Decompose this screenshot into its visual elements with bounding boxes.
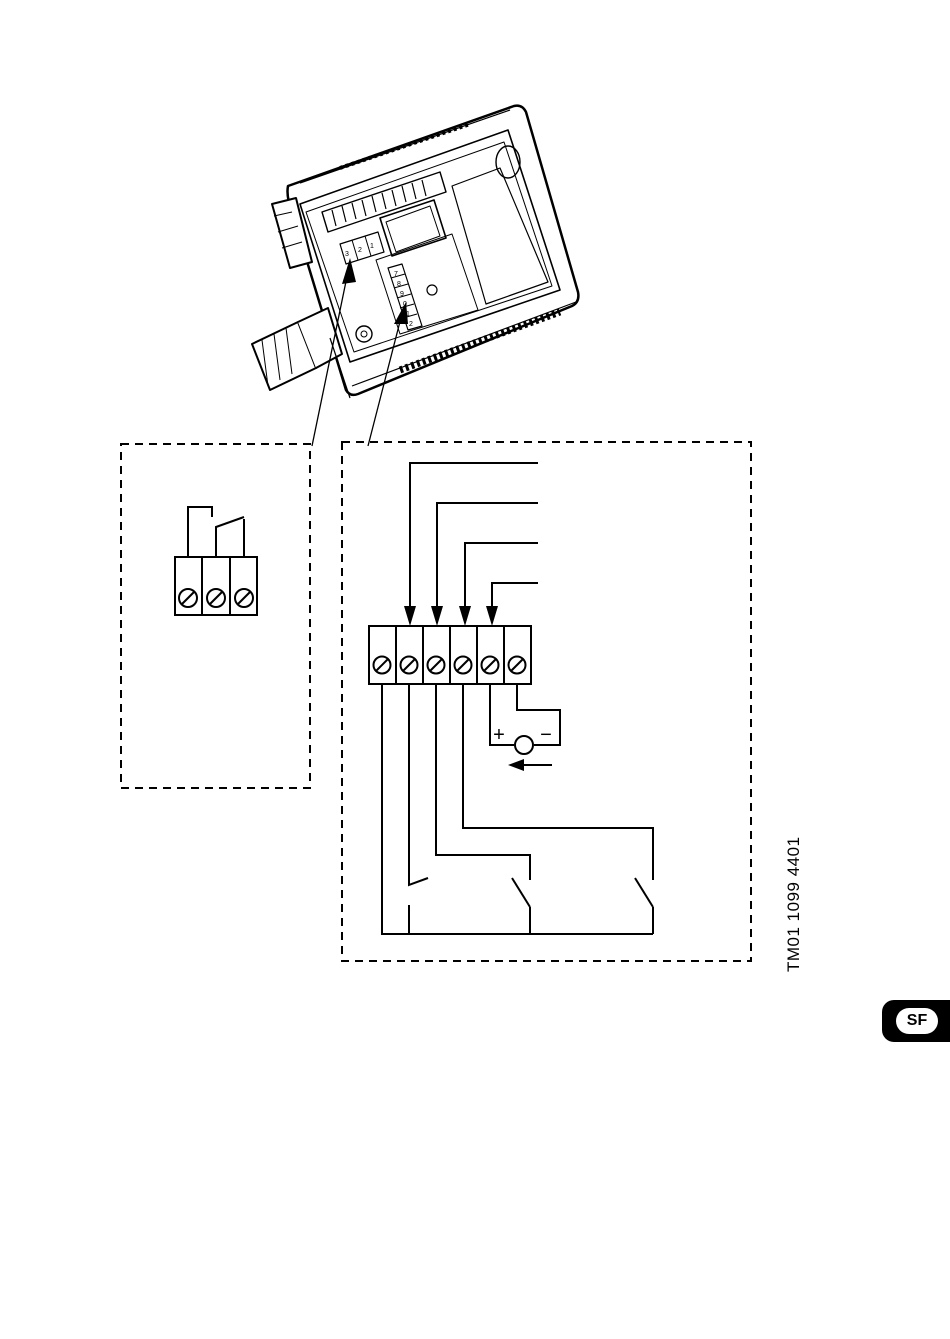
drawing-code: TM01 1099 4401 [784,852,804,972]
device-terminal-label: 9 [400,291,404,298]
language-badge: SF [882,1000,950,1042]
device-terminal-label: 3 [345,251,349,258]
polarity-plus: + [493,724,505,746]
device-terminal-label: 7 [394,271,398,278]
relay-terminal-block [175,557,257,615]
relay-contact-symbol [188,507,244,557]
device-housing [252,106,578,398]
signal-direction-arrow [508,759,552,771]
sensor-icon [515,736,533,754]
device-terminal-label: 2 [358,247,362,254]
device-terminal-label: 1 [370,243,374,250]
switch-contacts-wiring [382,684,653,934]
device-terminal-label: 2 [409,321,413,328]
incoming-wires [410,463,538,612]
device-terminal-label: 8 [397,281,401,288]
wire-arrowheads [404,606,498,626]
language-badge-text: SF [907,1012,927,1030]
polarity-minus: − [540,724,552,746]
input-detail-box [342,442,751,961]
input-terminal-block [369,626,531,684]
language-badge-oval: SF [896,1008,938,1034]
